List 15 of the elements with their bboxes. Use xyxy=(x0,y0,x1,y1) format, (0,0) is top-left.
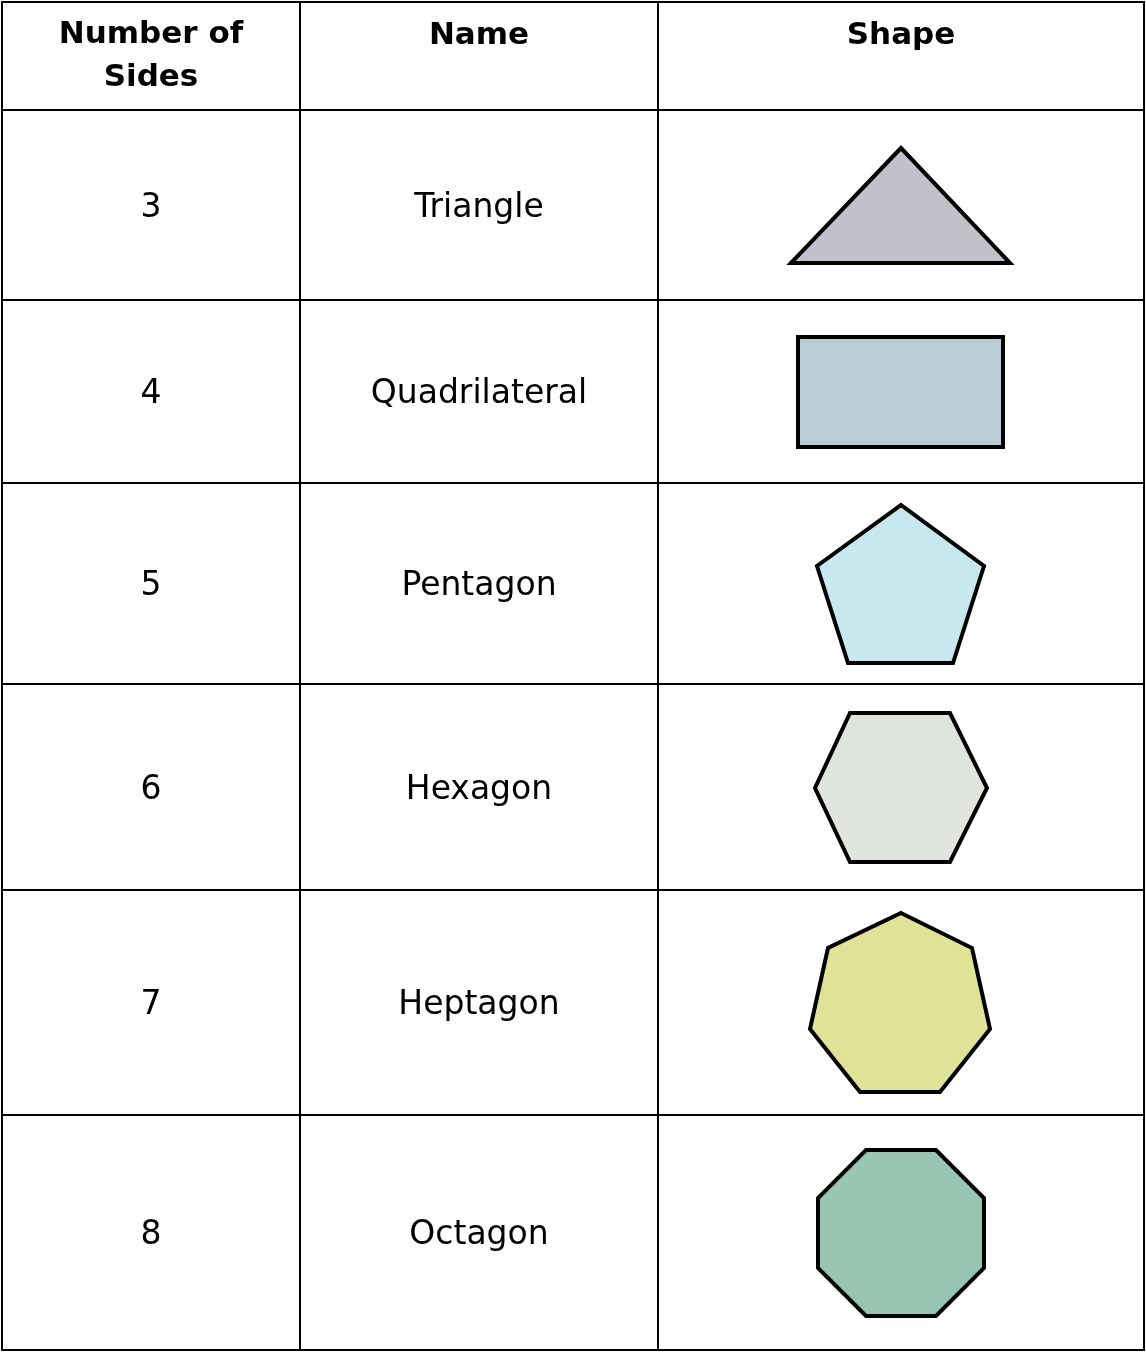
column-header: Number of Sides xyxy=(57,12,245,95)
polygon-name: Quadrilateral xyxy=(370,372,588,411)
side-count: 7 xyxy=(140,983,162,1022)
side-count: 5 xyxy=(140,564,162,603)
side-count: 3 xyxy=(140,185,162,225)
column-header: Name xyxy=(428,14,530,54)
side-count: 8 xyxy=(140,1213,162,1252)
side-count: 6 xyxy=(140,767,162,807)
polygon-name: Pentagon xyxy=(401,564,557,603)
polygon-name: Hexagon xyxy=(405,767,553,807)
side-count: 4 xyxy=(140,372,162,411)
polygon-name: Octagon xyxy=(409,1213,549,1252)
polygon-name: Heptagon xyxy=(398,983,560,1022)
polygon-name: Triangle xyxy=(414,185,544,225)
column-header: Shape xyxy=(846,14,956,54)
